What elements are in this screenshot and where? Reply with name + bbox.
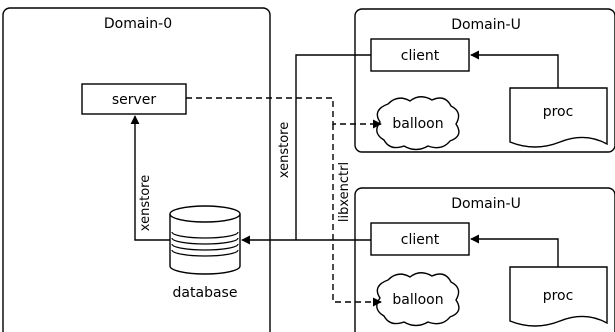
proc-top-label: proc [543, 104, 574, 120]
proc-top-document [509, 87, 608, 148]
domain-u-bottom-box [354, 187, 615, 332]
balloon-top-label: balloon [392, 116, 443, 132]
domain-0-box [2, 7, 271, 332]
proc-top-to-client-edge [470, 50, 559, 88]
balloon-bottom-label: balloon [392, 292, 443, 308]
client-bottom-box [370, 222, 470, 256]
domain-u-top-title: Domain-U [451, 17, 521, 33]
client-bottom-label: client [401, 232, 440, 248]
database-icon [169, 205, 241, 275]
server-to-balloon-bottom-edge [332, 124, 382, 307]
proc-bottom-to-client-edge [470, 234, 559, 267]
libxenctrl-label: libxenctrl [337, 162, 352, 222]
domain-u-bottom-title: Domain-U [451, 196, 521, 212]
xenstore-label-dom0: xenstore [138, 175, 153, 231]
client-top-label: client [401, 48, 440, 64]
proc-bottom-document [509, 266, 608, 327]
balloon-bottom-cloud [376, 272, 460, 327]
database-to-server-edge [130, 115, 170, 241]
balloon-top-cloud [376, 96, 460, 151]
server-to-balloon-top-edge [186, 97, 382, 129]
database-label: database [173, 285, 238, 301]
domain-0-title: Domain-0 [104, 16, 172, 32]
client-top-to-database-edge [295, 54, 371, 240]
client-top-box [370, 38, 470, 72]
proc-bottom-label: proc [543, 288, 574, 304]
domain-u-top-box [354, 8, 615, 153]
server-label: server [112, 92, 157, 108]
xenstore-label-mid: xenstore [277, 122, 292, 178]
server-box [81, 83, 187, 115]
